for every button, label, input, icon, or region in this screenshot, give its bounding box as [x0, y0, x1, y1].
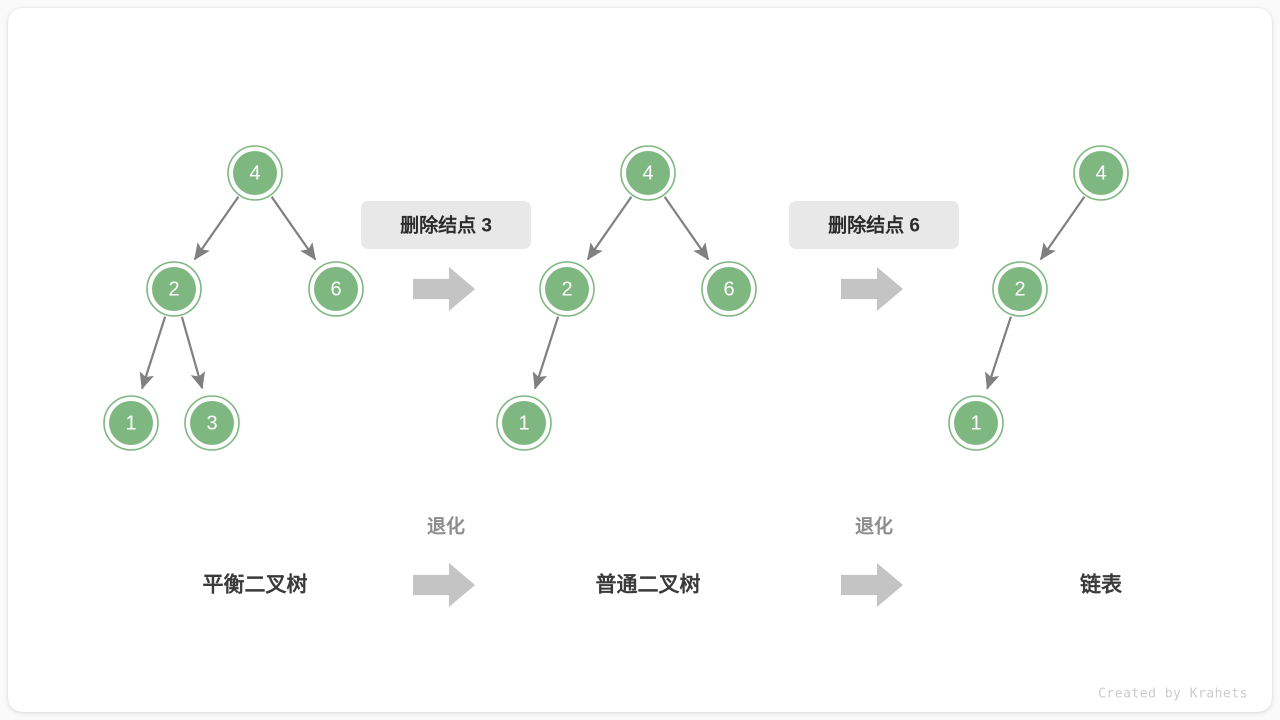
tree-node-circle [190, 401, 234, 445]
tree-node-ring [992, 261, 1048, 317]
tree-node-circle [314, 267, 358, 311]
tree-edge [180, 316, 206, 390]
diagram-card: 4 2 6 1 3 4 2 6 1 4 2 1 删除结点 3 删除结点 6 退化 退化 平衡二叉树 普通二叉… [8, 8, 1272, 712]
tree-edge [532, 316, 560, 390]
tree-node-circle [1079, 151, 1123, 195]
tree-node-circle [954, 401, 998, 445]
tree-node-circle [998, 267, 1042, 311]
degenerate-block-arrow [413, 563, 475, 607]
tree-node-label: 6 [723, 279, 734, 301]
tree-node-circle [626, 151, 670, 195]
tree-node-label: 2 [1014, 279, 1025, 301]
tree-node-label: 4 [642, 163, 653, 185]
tree-node-label: 1 [970, 413, 981, 435]
tree-node-ring [308, 261, 364, 317]
operation-box [789, 201, 959, 249]
tree-node[interactable]: 6 [308, 261, 364, 317]
operation-label: 删除结点 3 [400, 214, 492, 237]
tree-node-ring [1073, 145, 1129, 201]
tree-nodes-layer: 4 2 6 1 3 4 2 6 1 4 2 1 [103, 145, 1129, 451]
caption-ordinary: 普通二叉树 [596, 573, 701, 597]
caption-balanced: 平衡二叉树 [203, 573, 308, 597]
tree-node[interactable]: 2 [146, 261, 202, 317]
tree-node[interactable]: 6 [701, 261, 757, 317]
operation-label: 删除结点 6 [828, 214, 920, 237]
tree-edges-layer [139, 196, 1086, 390]
panel-captions-layer: 平衡二叉树 普通二叉树 链表 [203, 573, 1123, 597]
tree-edge [1039, 196, 1086, 261]
tree-node[interactable]: 4 [1073, 145, 1129, 201]
tree-node-ring [948, 395, 1004, 451]
tree-node-label: 4 [1095, 163, 1106, 185]
transition-labels-layer: 退化 退化 [413, 515, 903, 607]
credit-text: Created by Krahets [1098, 687, 1248, 702]
tree-node-circle [707, 267, 751, 311]
diagram-stage: 4 2 6 1 3 4 2 6 1 4 2 1 删除结点 3 删除结点 6 退化 退化 平衡二叉树 普通二叉… [8, 8, 1272, 712]
degenerate-label: 退化 [427, 515, 465, 538]
tree-node-circle [152, 267, 196, 311]
tree-node[interactable]: 2 [539, 261, 595, 317]
tree-node[interactable]: 1 [948, 395, 1004, 451]
tree-node-ring [103, 395, 159, 451]
tree-node-label: 1 [125, 413, 136, 435]
tree-node-label: 4 [249, 163, 260, 185]
tree-node-ring [184, 395, 240, 451]
degenerate-label: 退化 [855, 515, 893, 538]
tree-node-ring [539, 261, 595, 317]
operation-box [361, 201, 531, 249]
operation-block-arrow [841, 267, 903, 311]
tree-node-label: 3 [206, 413, 217, 435]
tree-node-circle [502, 401, 546, 445]
tree-node-ring [146, 261, 202, 317]
tree-node[interactable]: 4 [620, 145, 676, 201]
tree-node-ring [227, 145, 283, 201]
tree-node[interactable]: 4 [227, 145, 283, 201]
tree-edge [985, 316, 1012, 390]
tree-node-label: 2 [561, 279, 572, 301]
tree-node[interactable]: 3 [184, 395, 240, 451]
tree-node[interactable]: 1 [496, 395, 552, 451]
tree-degeneration-diagram: 4 2 6 1 3 4 2 6 1 4 2 1 删除结点 3 删除结点 6 退化 退化 平衡二叉树 普通二叉… [103, 145, 1248, 702]
tree-edge [663, 196, 710, 261]
caption-linkedlist: 链表 [1080, 573, 1123, 597]
tree-edge [270, 196, 317, 261]
tree-node[interactable]: 2 [992, 261, 1048, 317]
tree-edge [586, 196, 633, 261]
tree-edge [193, 196, 240, 261]
tree-node-ring [496, 395, 552, 451]
tree-edge [139, 316, 167, 390]
operation-block-arrow [413, 267, 475, 311]
degenerate-block-arrow [841, 563, 903, 607]
tree-node[interactable]: 1 [103, 395, 159, 451]
tree-node-circle [233, 151, 277, 195]
tree-node-circle [109, 401, 153, 445]
tree-node-circle [545, 267, 589, 311]
operation-labels-layer: 删除结点 3 删除结点 6 [361, 201, 959, 311]
tree-node-ring [701, 261, 757, 317]
tree-node-label: 1 [518, 413, 529, 435]
tree-node-ring [620, 145, 676, 201]
tree-node-label: 6 [330, 279, 341, 301]
tree-node-label: 2 [168, 279, 179, 301]
